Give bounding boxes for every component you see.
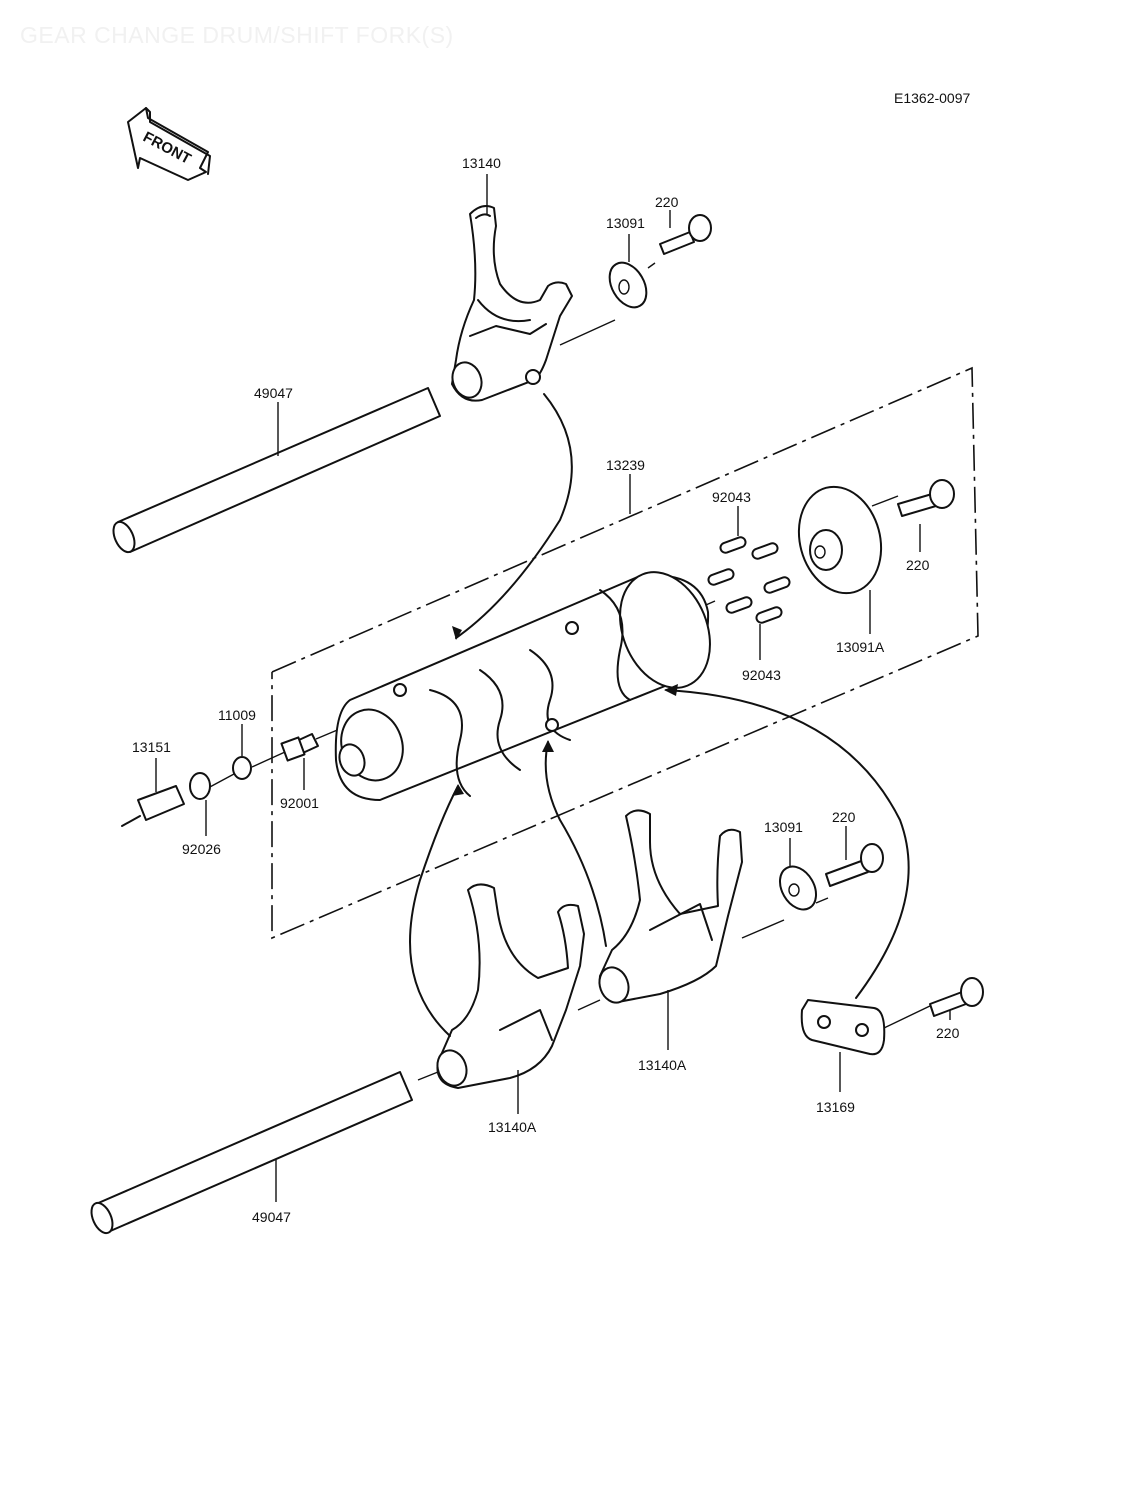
axis-line <box>577 999 601 1011</box>
bolt-220-drum <box>897 479 955 517</box>
axis-line <box>417 1071 439 1081</box>
leader-lines <box>155 174 951 1202</box>
callout-220-holder: 220 <box>936 1025 960 1041</box>
holder-13169 <box>800 999 886 1056</box>
assembly-frame <box>271 366 979 940</box>
bolt-220-top <box>659 214 712 255</box>
axis-line <box>883 1004 933 1029</box>
callout-13091-bottom: 13091 <box>764 819 803 835</box>
bolt-220-bottom <box>825 843 884 887</box>
axis-line <box>741 919 785 939</box>
callout-92026: 92026 <box>182 841 221 857</box>
callout-13151: 13151 <box>132 739 171 755</box>
cam-plate-13091A <box>797 485 883 595</box>
callout-13140A-right: 13140A <box>638 1057 687 1073</box>
callout-92043-upper: 92043 <box>712 489 751 505</box>
pins-92043 <box>707 536 791 624</box>
engage-arrow <box>455 393 573 639</box>
arrowhead <box>664 684 678 696</box>
axis-line <box>647 262 656 269</box>
callout-13091A: 13091A <box>836 639 885 655</box>
callout-13140A-left: 13140A <box>488 1119 537 1135</box>
front-arrow-icon: FRONT <box>127 107 211 181</box>
callout-92043-lower: 92043 <box>742 667 781 683</box>
plug-92001 <box>280 733 319 762</box>
axis-line <box>815 897 829 904</box>
engage-arrow <box>544 741 607 947</box>
callout-92001: 92001 <box>280 795 319 811</box>
axis-line <box>207 773 235 789</box>
gear-change-drum <box>334 571 711 801</box>
shift-rod-top <box>112 387 441 554</box>
neutral-switch-13151 <box>121 785 185 827</box>
axis-line <box>251 751 286 768</box>
callout-13169: 13169 <box>816 1099 855 1115</box>
washer-13091-top <box>608 261 648 309</box>
diagram-title: GEAR CHANGE DRUM/SHIFT FORK(S) <box>20 22 454 48</box>
callout-220-drum: 220 <box>906 557 930 573</box>
arrowhead <box>452 784 464 796</box>
callout-13140: 13140 <box>462 155 501 171</box>
callout-220-top: 220 <box>655 194 679 210</box>
axis-line <box>871 495 899 507</box>
arrowhead <box>452 626 462 640</box>
shift-fork-top <box>451 205 573 402</box>
washer-13091-bottom <box>778 865 818 911</box>
callout-49047-bottom: 49047 <box>252 1209 291 1225</box>
washer-11009 <box>232 756 252 780</box>
washer-92026 <box>189 772 211 800</box>
arrowhead <box>542 740 554 752</box>
callout-220-bottom: 220 <box>832 809 856 825</box>
shift-rod-bottom <box>90 1071 413 1235</box>
callout-49047-top: 49047 <box>254 385 293 401</box>
engage-arrow <box>665 689 910 999</box>
drawing-number: E1362-0097 <box>894 90 971 106</box>
callout-11009: 11009 <box>218 707 256 723</box>
callout-13239: 13239 <box>606 457 645 473</box>
callout-13091-top: 13091 <box>606 215 645 231</box>
bolt-220-holder <box>929 977 984 1017</box>
engage-arrow <box>409 785 459 1037</box>
shift-fork-left-13140A <box>436 883 585 1089</box>
shift-fork-right-13140A <box>598 809 743 1004</box>
axis-line <box>559 319 616 346</box>
